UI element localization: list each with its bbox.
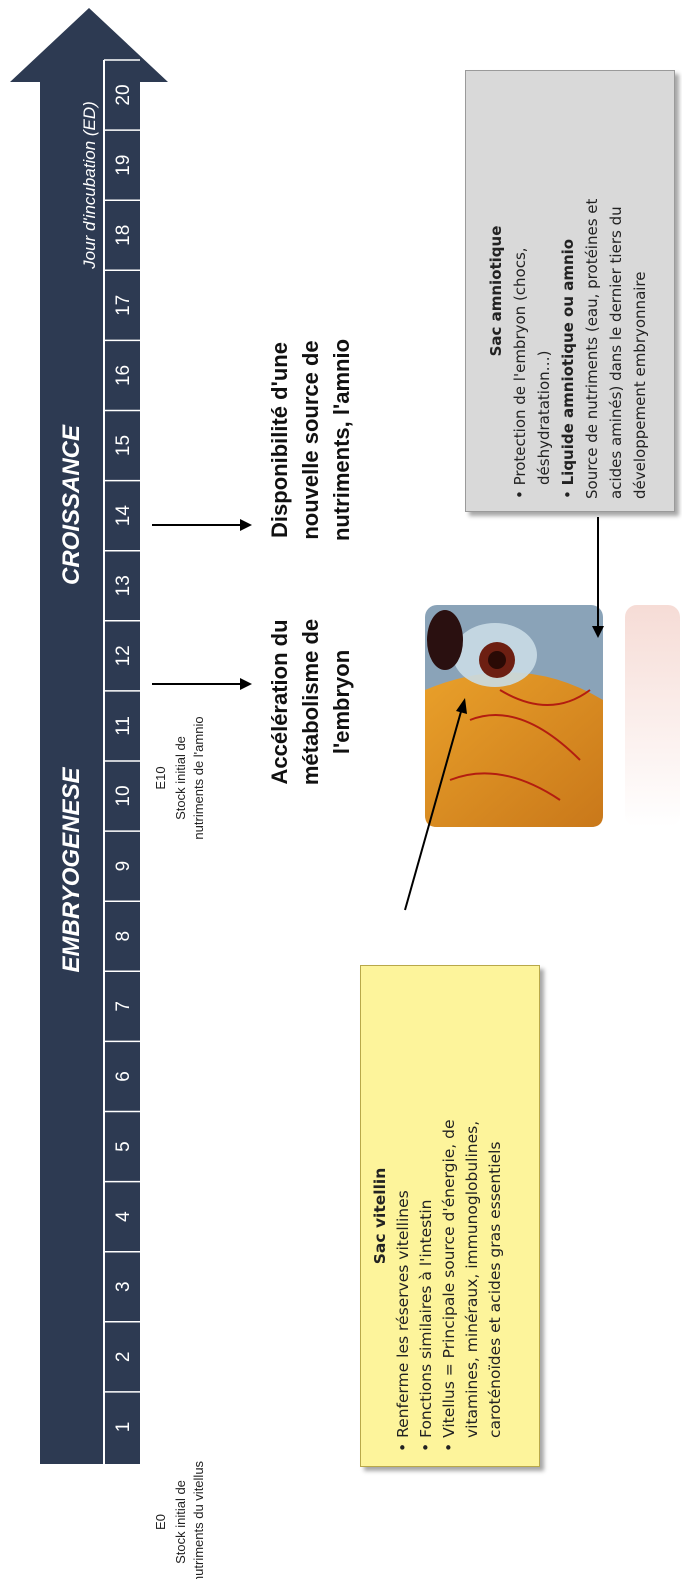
timeline-arrow xyxy=(10,8,168,1464)
day-label-1: 1 xyxy=(113,1422,134,1433)
day-label-6: 6 xyxy=(113,1071,134,1082)
day-label-16: 16 xyxy=(113,365,134,386)
amnio-bullet: • Liquide amniotique ou amnio xyxy=(559,238,577,499)
yolk-sac-box: Sac vitellin • Renferme les réserves vit… xyxy=(360,965,540,1467)
yolk-bullet-cont: vitamines, minéraux, immunoglobulines, xyxy=(463,1120,481,1438)
yolk-sac-content: Sac vitellin • Renferme les réserves vit… xyxy=(361,966,539,1466)
amnio-bullet-cont: déshydratation…) xyxy=(535,350,553,486)
svg-text:Accélération du: Accélération du xyxy=(267,619,292,784)
day-label-13: 13 xyxy=(113,575,134,596)
day-label-2: 2 xyxy=(113,1352,134,1363)
yolk-sac-title: Sac vitellin xyxy=(371,1167,389,1265)
day-label-3: 3 xyxy=(113,1281,134,1292)
day-label-18: 18 xyxy=(113,225,134,246)
svg-text:Disponibilité d'une: Disponibilité d'une xyxy=(267,342,292,538)
yolk-bullet: • Vitellus = Principale source d'énergie… xyxy=(440,1119,458,1452)
day-label-20: 20 xyxy=(113,84,134,105)
svg-text:nutriments du vitellus: nutriments du vitellus xyxy=(191,1460,206,1579)
day-label-17: 17 xyxy=(113,295,134,316)
svg-text:métabolisme de: métabolisme de xyxy=(298,619,323,785)
event-metabolism: Accélération du métabolisme de l'embryon xyxy=(267,619,354,785)
day-label-10: 10 xyxy=(113,785,134,806)
day-label-9: 9 xyxy=(113,861,134,872)
svg-text:Stock initial de: Stock initial de xyxy=(173,1480,188,1564)
day-ticks xyxy=(104,59,140,1393)
day-label-14: 14 xyxy=(113,505,134,527)
day-label-15: 15 xyxy=(113,435,134,456)
svg-text:E0: E0 xyxy=(153,1514,168,1530)
amniotic-sac-box: Sac amniotique • Protection de l'embryon… xyxy=(465,70,675,512)
day-label-11: 11 xyxy=(113,716,134,736)
arrow-amniobox-to-photo xyxy=(592,517,604,638)
phase-croissance: CROISSANCE xyxy=(58,424,85,585)
amnio-title: Sac amniotique xyxy=(487,225,505,357)
embryo-photo xyxy=(425,605,680,827)
event-amnio-source: Disponibilité d'une nouvelle source de n… xyxy=(267,339,354,541)
milestone-e10: E10 Stock initial de nutriments de l'amn… xyxy=(153,716,206,839)
day-label-4: 4 xyxy=(113,1211,134,1222)
amnio-bullet: • Protection de l'embryon (chocs, xyxy=(511,247,529,499)
svg-text:nutriments, l'amnio: nutriments, l'amnio xyxy=(329,339,354,541)
arrow-day14-to-amnio xyxy=(152,519,252,531)
embryo-photo-faded xyxy=(625,605,680,827)
axis-label: Jour d'incubation (ED) xyxy=(80,101,99,270)
amnio-line: développement embryonnaire xyxy=(631,271,649,500)
svg-text:Stock initial de: Stock initial de xyxy=(173,736,188,820)
yolk-bullet: • Fonctions similaires à l'intestin xyxy=(417,1199,435,1452)
phase-embryogenese: EMBRYOGENESE xyxy=(58,767,85,973)
arrow-yolkbox-to-photo xyxy=(404,698,467,911)
day-label-7: 7 xyxy=(113,1001,134,1012)
yolk-bullet: • Renferme les réserves vitellines xyxy=(394,1190,412,1452)
svg-text:l'embryon: l'embryon xyxy=(329,650,354,754)
amniotic-sac-content: Sac amniotique • Protection de l'embryon… xyxy=(466,71,674,511)
amnio-line: acides aminés) dans le dernier tiers du xyxy=(607,206,625,499)
svg-text:nouvelle source de: nouvelle source de xyxy=(298,340,323,539)
day-label-12: 12 xyxy=(113,645,134,666)
day-label-8: 8 xyxy=(113,931,134,942)
arrow-day11-to-metabolism xyxy=(152,678,252,690)
svg-text:E10: E10 xyxy=(153,766,168,789)
amnio-line: Source de nutriments (eau, protéines et xyxy=(583,198,601,499)
milestone-e0: E0 Stock initial de nutriments du vitell… xyxy=(153,1460,206,1579)
svg-text:nutriments de l'amnio: nutriments de l'amnio xyxy=(191,716,206,839)
day-label-5: 5 xyxy=(113,1141,134,1152)
day-label-19: 19 xyxy=(113,155,134,176)
yolk-bullet-cont: caroténoïdes et acides gras essentiels xyxy=(486,1141,504,1438)
